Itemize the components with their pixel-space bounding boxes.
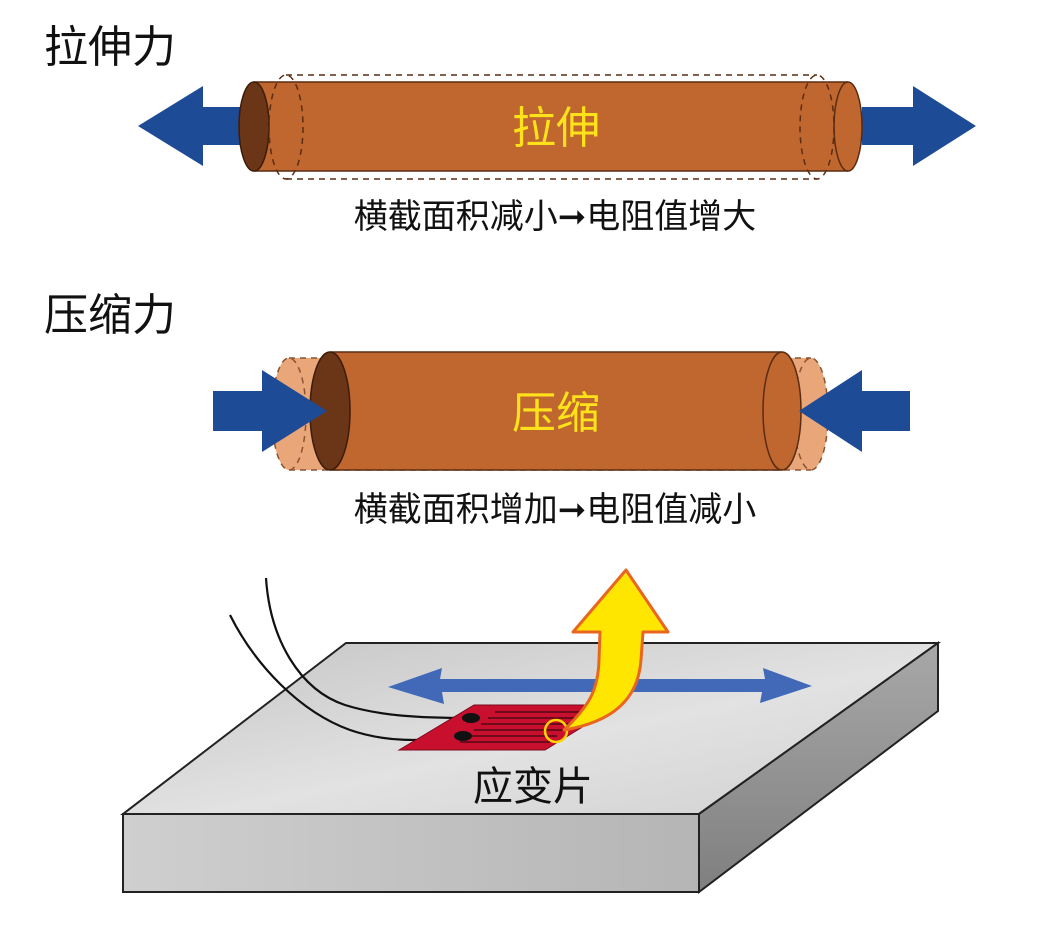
compression-caption: 横截面积增加➞电阻值减小: [354, 490, 757, 530]
compression-section: 压缩力 压缩 横截面积增加➞电阻值减小: [44, 290, 910, 530]
arrow-right-icon: [213, 370, 327, 452]
stretched-rod: [238, 81, 863, 172]
callout-arrow-icon: [562, 568, 670, 732]
arrow-left-icon: [138, 86, 252, 166]
tension-rod-label: 拉伸: [512, 103, 600, 154]
original-rod-outline: [268, 74, 835, 180]
gauge-section: 应变片: [120, 568, 942, 895]
arrow-right-icon: [862, 86, 976, 166]
tension-caption: 横截面积减小➞电阻值增大: [354, 197, 757, 237]
arrow-left-icon: [799, 370, 910, 452]
tension-heading: 拉伸力: [44, 22, 176, 73]
compressed-rod: [309, 351, 802, 471]
compression-rod-label: 压缩: [512, 388, 600, 439]
tension-section: 拉伸力 拉伸 横截面积减小➞电阻值增大: [44, 22, 976, 237]
gauge-label: 应变片: [473, 764, 593, 810]
compression-heading: 压缩力: [44, 290, 176, 341]
